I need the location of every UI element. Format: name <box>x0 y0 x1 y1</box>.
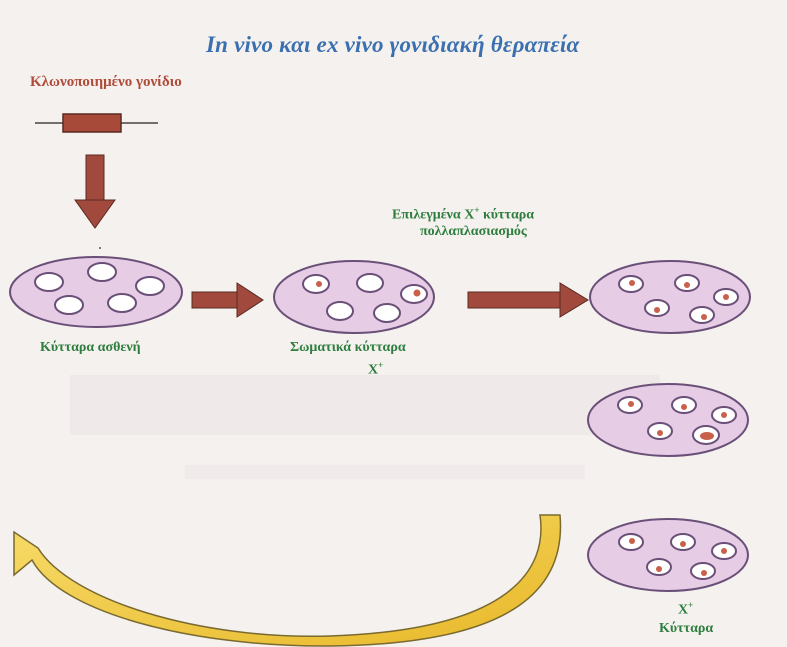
x-cells-label-line2: Κύτταρα <box>659 621 713 637</box>
selected-cells-label-line1: Επιλεγμένα X+ κύτταρα <box>392 205 534 224</box>
dish-selected-2 <box>588 384 748 456</box>
x-cells-label-line1: X+ <box>678 600 693 619</box>
somatic-cells-label-line1: Σωματικά κύτταρα <box>290 340 406 356</box>
dish-selected-1 <box>590 261 750 333</box>
watermark-block <box>70 375 660 435</box>
selected-cells-label-line2: πολλαπλασιασμός <box>420 224 527 240</box>
somatic-cells-label-line2: X+ <box>368 360 383 379</box>
dish-patient-cells <box>10 257 182 327</box>
watermark-line <box>185 465 585 479</box>
gene-block <box>63 114 121 132</box>
down-arrow <box>75 155 115 228</box>
patient-cells-label: Κύτταρα ασθενή <box>40 340 141 356</box>
diagram-title: In vivo και ex vivo γονιδιακή θεραπεία <box>206 32 579 58</box>
gene-label: Κλωνοποιημένο γονίδιο <box>30 74 182 91</box>
right-arrow-2 <box>468 283 588 317</box>
right-arrow-1 <box>192 283 263 317</box>
return-arrow <box>14 515 561 646</box>
dish-selected-3 <box>588 519 748 591</box>
dish-somatic-cells <box>274 261 434 333</box>
